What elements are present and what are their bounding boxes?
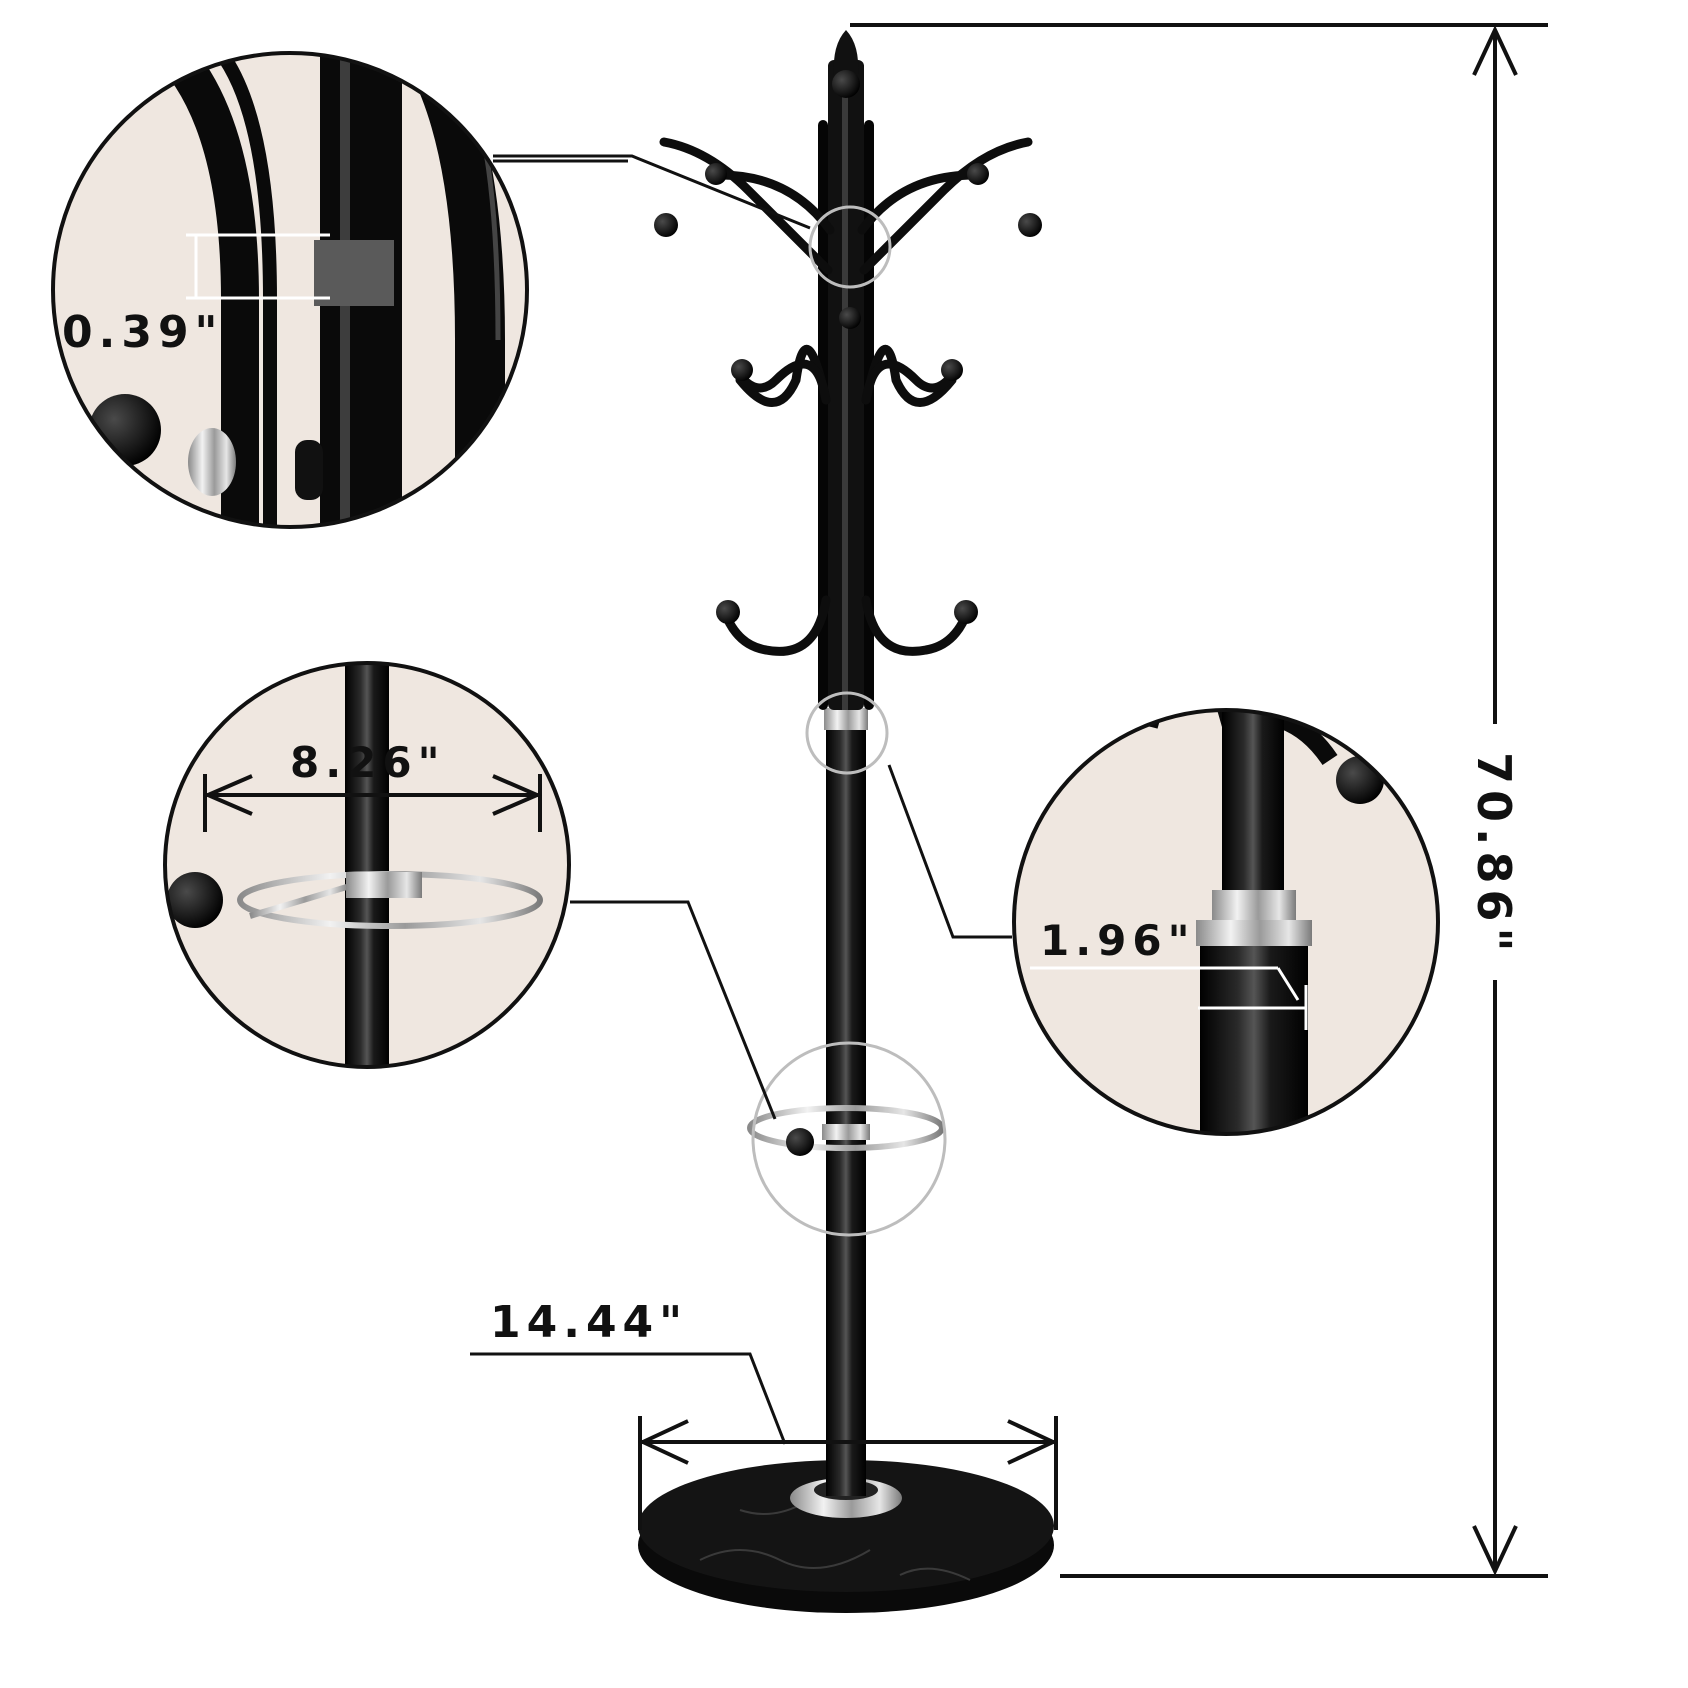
umbrella-ring [747,1105,945,1156]
coat-rack [638,30,1054,1613]
lower-pole [826,728,866,1496]
base-width-dimension-label: 14.44" [490,1297,688,1348]
base-width-dimension [638,1416,1058,1530]
hook-tube-dimension-line [186,233,330,300]
height-dimension-label: 70.86" [1467,752,1521,957]
pole-dimension-label: 1.96" [1040,916,1196,965]
detail-umbrella-ring: 8.26" [163,661,571,1069]
highlight-circles [751,205,947,1237]
detail-hook-tube: 0.39" [51,51,529,529]
height-dimension [850,23,1548,1578]
hook-balls [654,163,1042,624]
finial [833,30,859,75]
hooks [659,137,1033,656]
detail-pole: 1.96" [1012,708,1440,1136]
callout-lines [470,154,1012,1445]
hook-tube-dimension-label: 0.39" [62,307,223,358]
ring-dimension-label: 8.26" [290,738,446,787]
ring-dimension-line [202,774,543,832]
pole-dimension-line [1030,966,1308,1030]
